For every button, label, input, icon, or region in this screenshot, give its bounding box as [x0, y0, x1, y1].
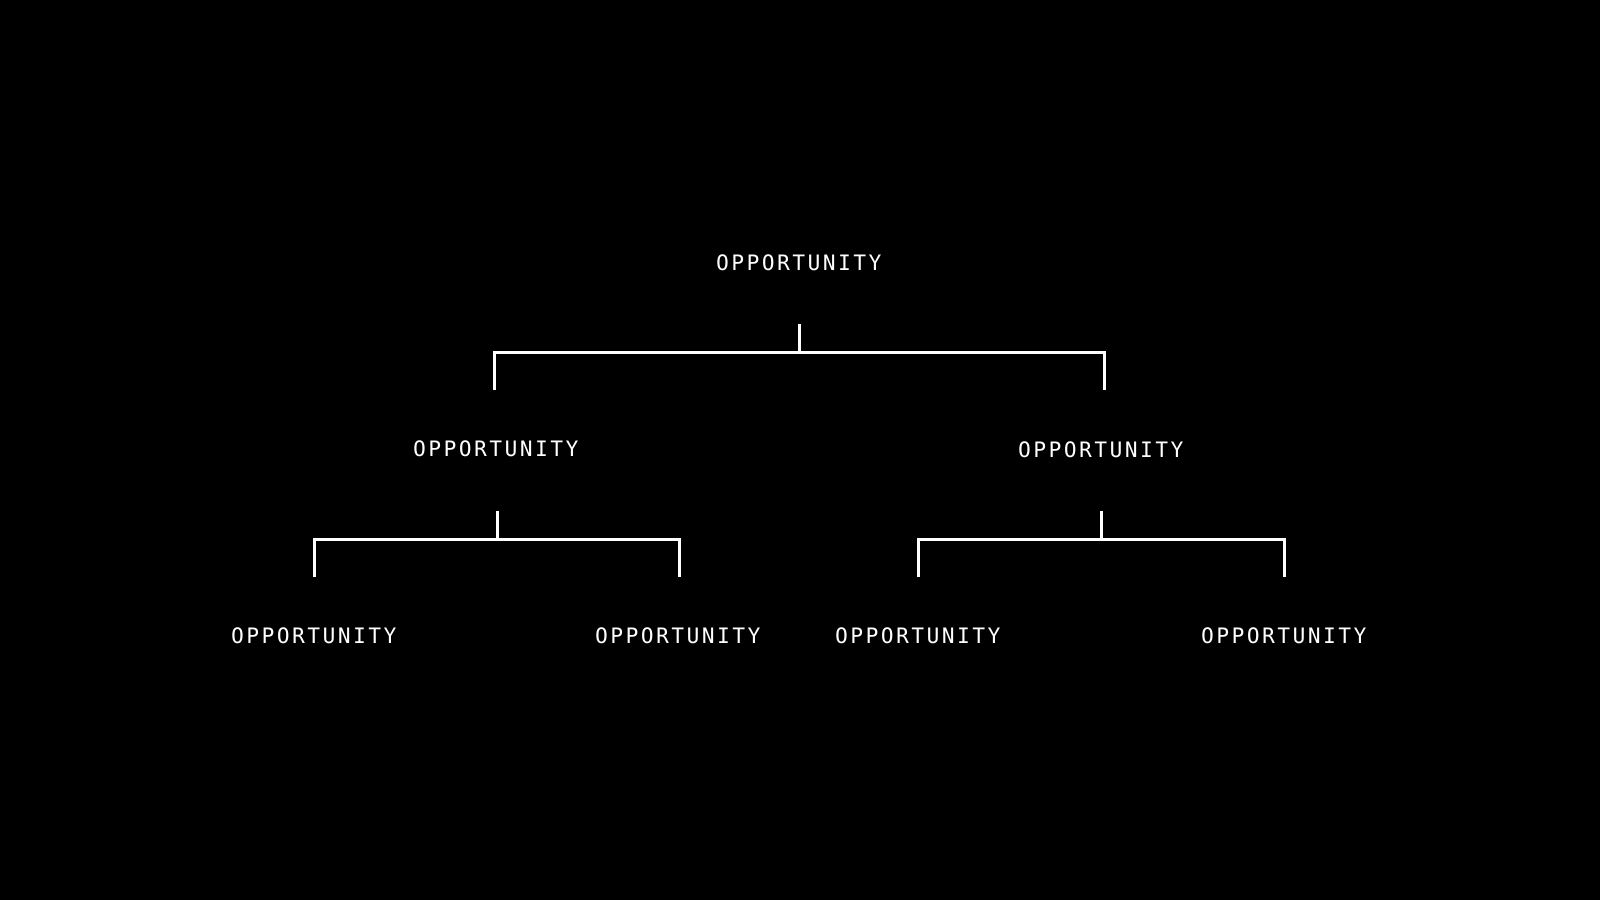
left-branch-right-drop-line	[678, 538, 681, 577]
root-horizontal-line	[493, 351, 1106, 354]
left-branch-node-label: OPPORTUNITY	[413, 437, 581, 461]
right-branch-left-drop-line	[917, 538, 920, 577]
leaf-node-label-4: OPPORTUNITY	[1201, 624, 1369, 648]
right-branch-stem-line	[1100, 511, 1103, 540]
leaf-node-label-2: OPPORTUNITY	[595, 624, 763, 648]
right-branch-right-drop-line	[1283, 538, 1286, 577]
left-branch-horizontal-line	[313, 538, 681, 541]
right-branch-horizontal-line	[917, 538, 1286, 541]
leaf-node-label-1: OPPORTUNITY	[231, 624, 399, 648]
left-branch-stem-line	[496, 511, 499, 540]
left-branch-left-drop-line	[313, 538, 316, 577]
right-branch-node-label: OPPORTUNITY	[1018, 438, 1186, 462]
leaf-node-label-3: OPPORTUNITY	[835, 624, 1003, 648]
root-node-label: OPPORTUNITY	[716, 251, 884, 275]
root-stem-line	[798, 324, 801, 353]
root-right-drop-line	[1103, 351, 1106, 390]
root-left-drop-line	[493, 351, 496, 390]
